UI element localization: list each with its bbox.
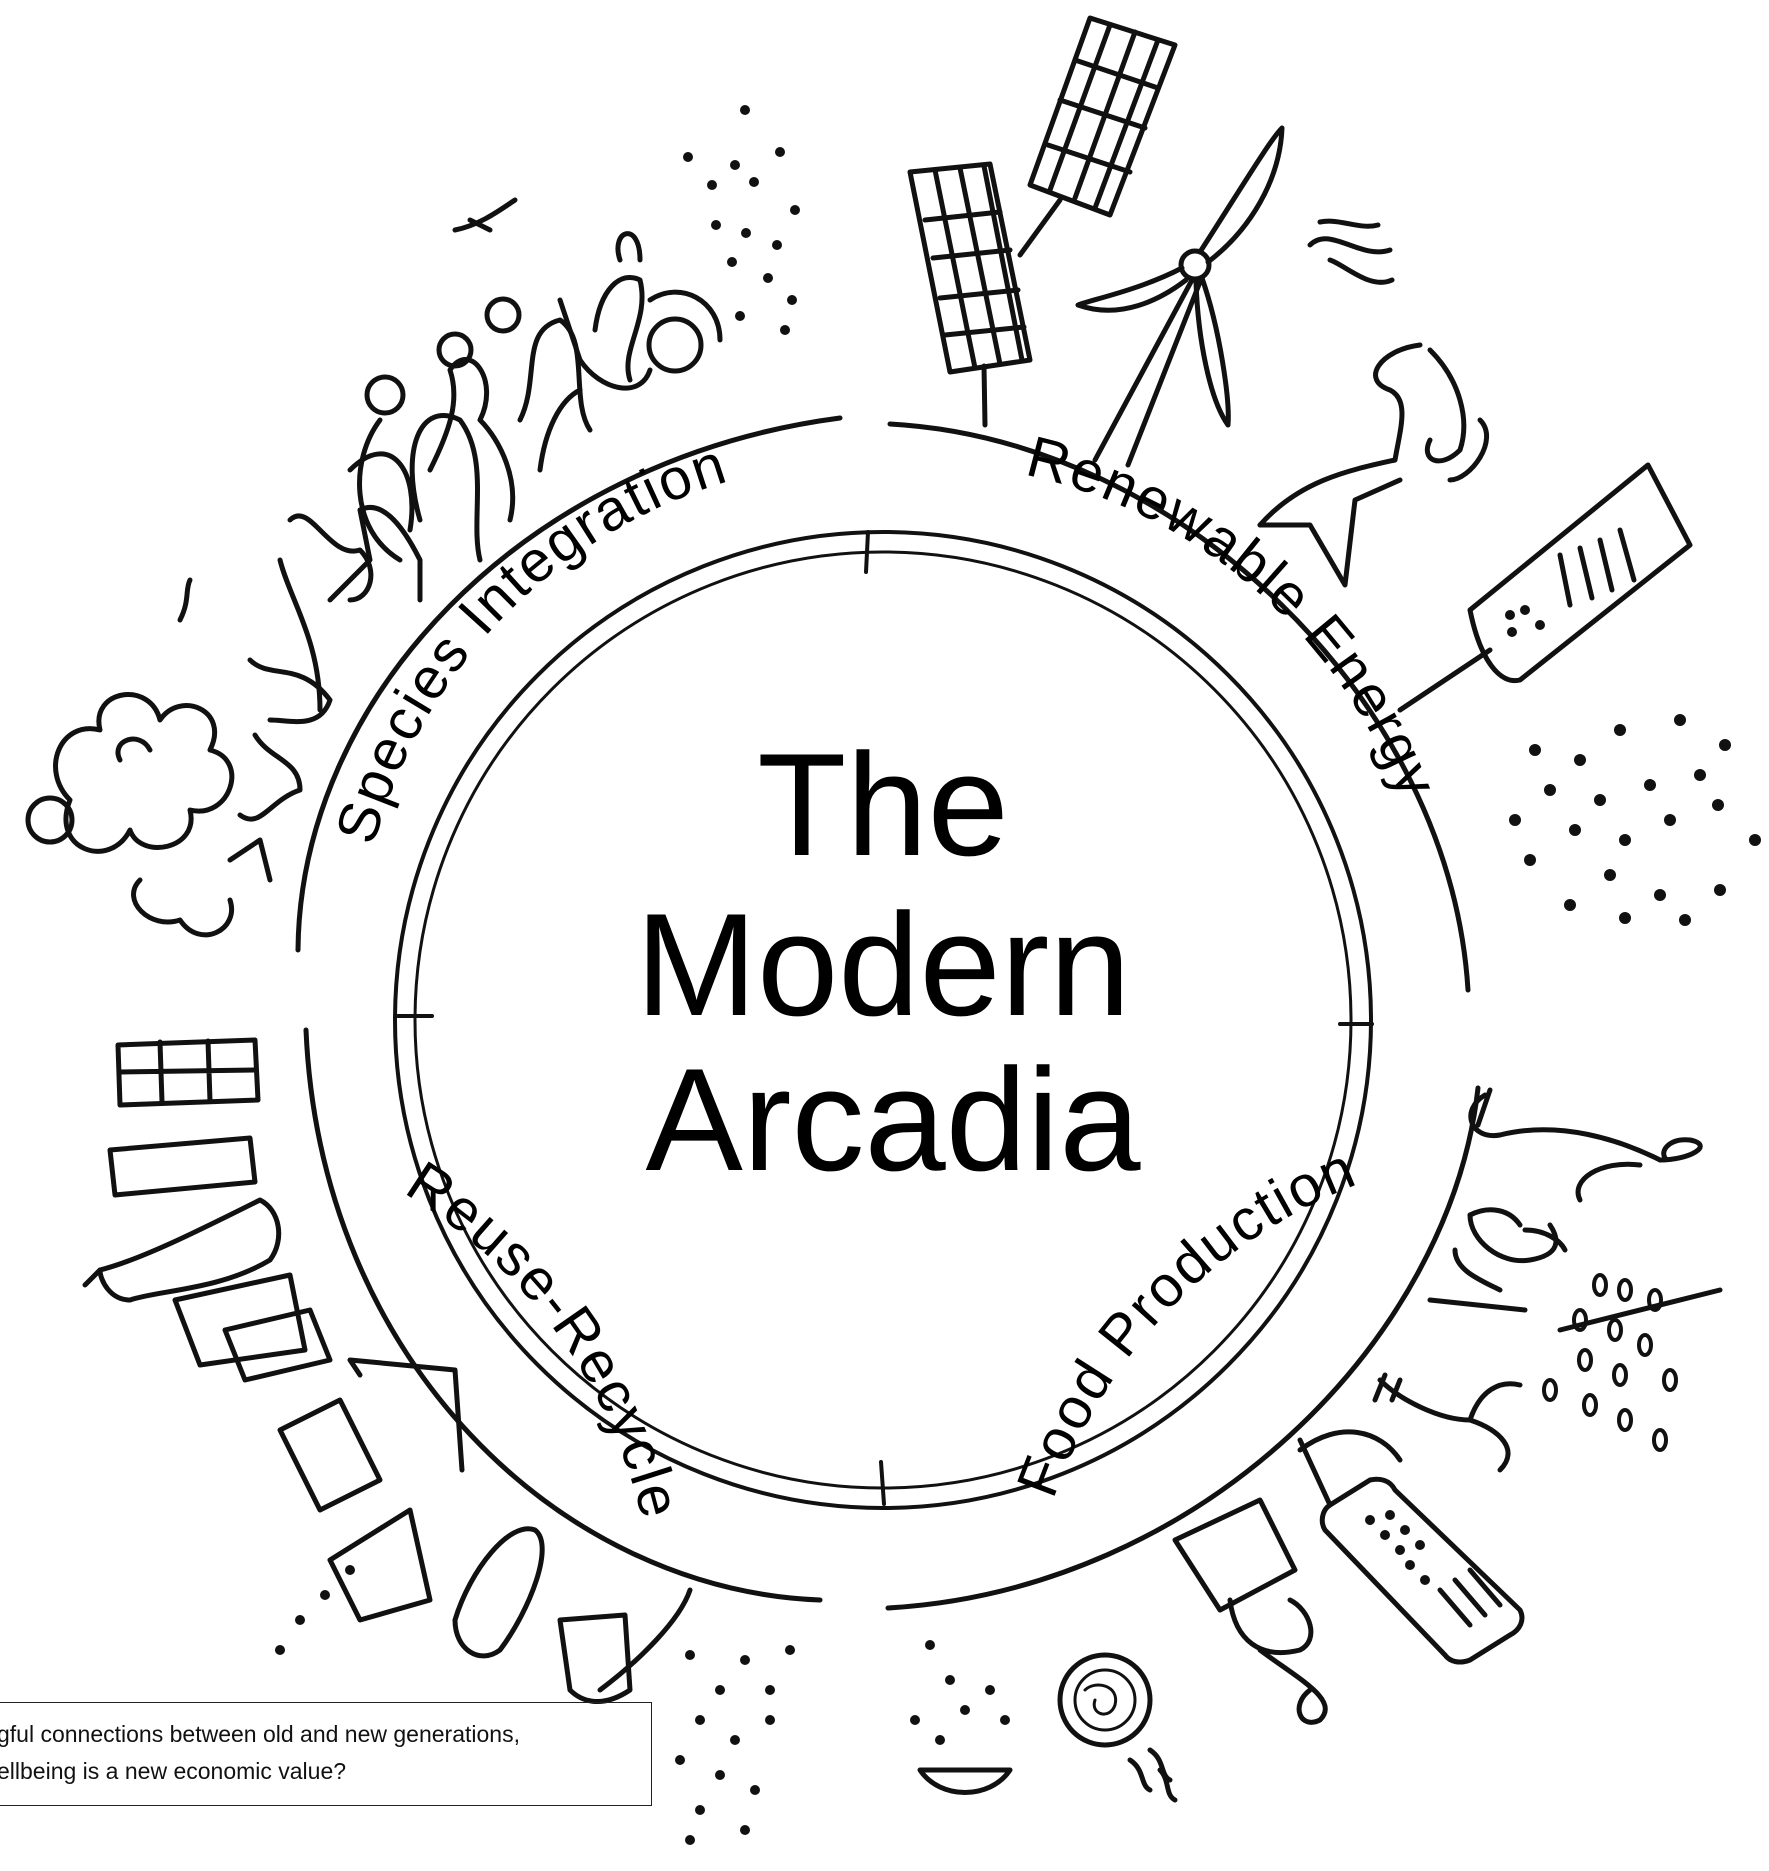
solar-panel-sketch-2	[1017, 15, 1178, 258]
central-ring	[393, 530, 1374, 1510]
wind-turbine-sketch	[1075, 125, 1285, 468]
people-figure-sketches	[327, 231, 723, 603]
bottle-sketch	[82, 1135, 282, 1303]
solar-panel-sketch	[907, 161, 1033, 428]
title-line-3: Arcadia	[645, 1038, 1141, 1201]
renewable-energy-sketches	[907, 15, 1761, 926]
sector-label-reuse-text: Reuse-Recycle	[396, 1149, 694, 1526]
title-line-2: Modern	[635, 883, 1130, 1046]
bird-sketches	[177, 197, 518, 623]
animal-sketches	[237, 513, 374, 822]
seed-dots-bottom-left	[275, 1565, 795, 1845]
species-integration-sketches	[25, 105, 800, 938]
caption-line-2: ellbeing is a new economic value?	[0, 1758, 347, 1784]
basket-sketch	[1172, 1497, 1328, 1725]
tree-cloud-sketch	[25, 692, 273, 938]
title-line-1: The	[757, 723, 1009, 886]
phone-sketch	[1297, 1437, 1525, 1665]
hand-planting-sketch	[1297, 1372, 1523, 1473]
energy-figure-sketch	[1257, 218, 1489, 588]
jar-sketch	[277, 1357, 465, 1623]
sector-label-species-integration: Species Integration	[323, 431, 735, 850]
sector-label-species-text: Species Integration	[323, 431, 735, 850]
watering-can-sketch	[1468, 1087, 1703, 1203]
can-sketch	[452, 1526, 693, 1705]
caption-line-1: gful connections between old and new gen…	[0, 1721, 520, 1747]
outer-ground-arcs	[295, 415, 1481, 1611]
dish-and-dots-sketch	[910, 1640, 1013, 1795]
battery-sketch	[1397, 462, 1693, 713]
crate-sketch	[115, 1037, 261, 1108]
caption-box: gful connections between old and new gen…	[0, 1702, 652, 1806]
food-production-sketches	[910, 1087, 1723, 1803]
seed-dots-top-left	[683, 105, 800, 335]
sector-label-renewable-text: Renewable Energy	[1021, 424, 1451, 807]
sector-label-reuse-recycle: Reuse-Recycle	[396, 1149, 694, 1526]
seed-dots-right	[1509, 714, 1761, 926]
plant-sprout-sketch	[1427, 1207, 1568, 1313]
reuse-recycle-sketches	[82, 1037, 795, 1845]
bowl-sketch	[1057, 1652, 1178, 1803]
grain-seeds-sketch	[1542, 1273, 1723, 1452]
box-sketch	[172, 1272, 333, 1383]
sector-label-renewable-energy: Renewable Energy	[1021, 424, 1451, 807]
diagram-title: The Modern Arcadia	[635, 723, 1141, 1201]
